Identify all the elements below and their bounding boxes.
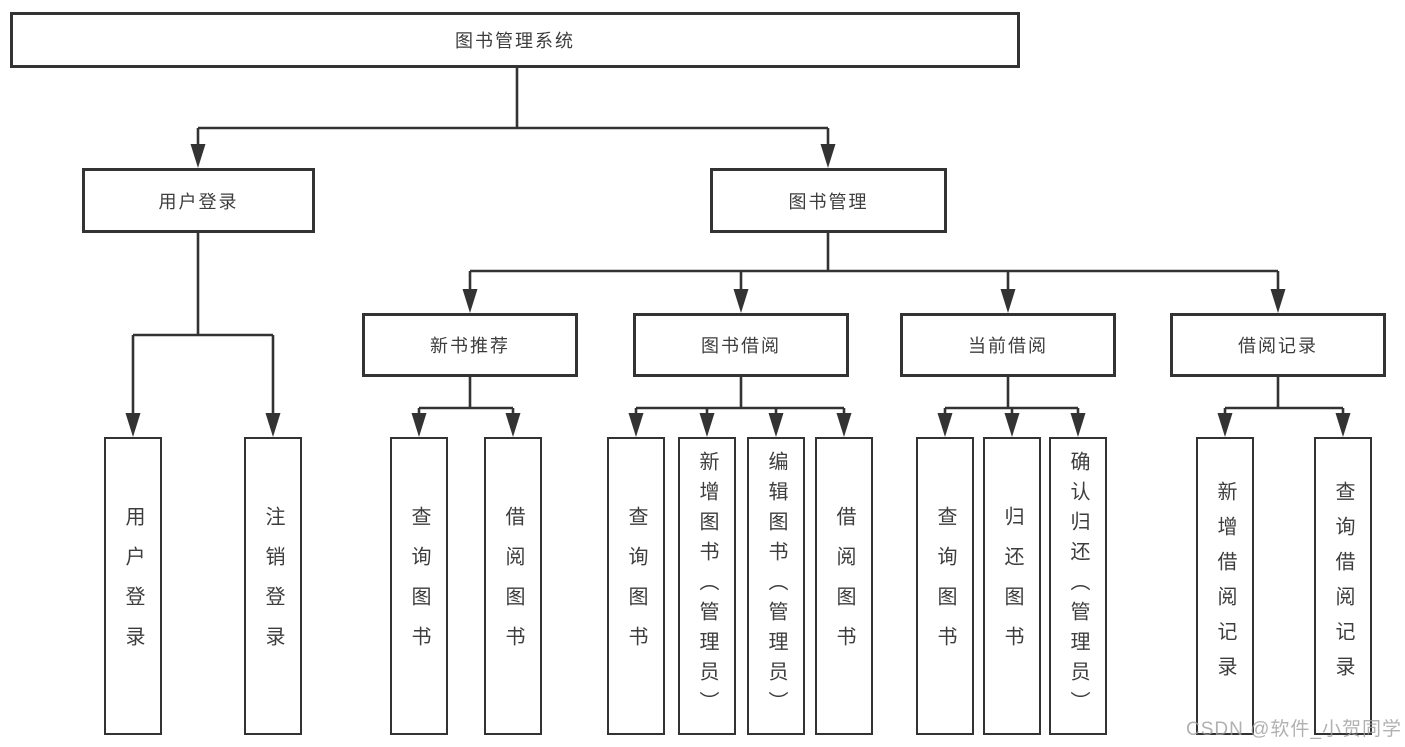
arrowhead-icon <box>411 413 427 437</box>
node-label: 借阅图书 <box>502 506 524 666</box>
node-label: 借阅记录 <box>1238 336 1318 356</box>
arrowhead-icon <box>1004 413 1020 437</box>
arrowhead-icon <box>125 413 141 437</box>
node-return-books: 归还图书 <box>983 437 1041 735</box>
node-label: 新增图书（管理员） <box>696 451 718 721</box>
node-label: 确认归还（管理员） <box>1067 451 1089 721</box>
node-label: 用户登录 <box>122 506 144 666</box>
arrowhead-icon <box>462 289 478 313</box>
node-current-borrowing: 当前借阅 <box>900 313 1116 377</box>
node-borrow-books-borrowing: 借阅图书 <box>815 437 873 735</box>
node-new-book-recommendation: 新书推荐 <box>362 313 578 377</box>
node-user-login: 用户登录 <box>104 437 162 735</box>
arrowhead-icon <box>820 144 836 168</box>
arrowhead-icon <box>1000 289 1016 313</box>
node-borrowing-records: 借阅记录 <box>1170 313 1386 377</box>
node-label: 查询图书 <box>408 506 430 666</box>
node-logout: 注销登录 <box>244 437 302 735</box>
node-label: 图书借阅 <box>701 336 781 356</box>
node-label: 归还图书 <box>1001 506 1023 666</box>
arrowhead-icon <box>1070 413 1086 437</box>
arrowhead-icon <box>265 413 281 437</box>
node-label: 新增借阅记录 <box>1214 481 1236 691</box>
node-label: 查询图书 <box>625 506 647 666</box>
arrowhead-icon <box>768 413 784 437</box>
node-query-books-borrowing: 查询图书 <box>607 437 665 735</box>
node-query-books-recommend: 查询图书 <box>390 437 448 735</box>
node-label: 借阅图书 <box>833 506 855 666</box>
arrowhead-icon <box>836 413 852 437</box>
node-label: 当前借阅 <box>968 336 1048 356</box>
arrowhead-icon <box>1335 413 1351 437</box>
node-query-borrow-record: 查询借阅记录 <box>1314 437 1372 735</box>
node-edit-books-admin: 编辑图书（管理员） <box>747 437 805 735</box>
arrowhead-icon <box>628 413 644 437</box>
node-label: 新书推荐 <box>430 336 510 356</box>
node-add-borrow-record: 新增借阅记录 <box>1196 437 1254 735</box>
node-label: 查询借阅记录 <box>1332 481 1354 691</box>
node-borrow-books-recommend: 借阅图书 <box>484 437 542 735</box>
arrowhead-icon <box>1270 289 1286 313</box>
node-label: 注销登录 <box>262 506 284 666</box>
csdn-watermark: CSDN @软件_小贺同学 <box>1186 719 1402 740</box>
node-book-management: 图书管理 <box>710 168 947 233</box>
node-book-borrowing: 图书借阅 <box>633 313 849 377</box>
arrowhead-icon <box>699 413 715 437</box>
node-library-management-system: 图书管理系统 <box>10 12 1020 68</box>
node-confirm-return-admin: 确认归还（管理员） <box>1049 437 1107 735</box>
node-label: 用户登录 <box>158 191 239 212</box>
arrowhead-icon <box>733 289 749 313</box>
node-label: 查询图书 <box>934 506 956 666</box>
node-label: 图书管理 <box>788 191 869 212</box>
node-label: 图书管理系统 <box>455 31 575 51</box>
node-label: 编辑图书（管理员） <box>765 451 787 721</box>
arrowhead-icon <box>190 144 206 168</box>
arrowhead-icon <box>937 413 953 437</box>
node-query-books-current: 查询图书 <box>916 437 974 735</box>
node-add-books-admin: 新增图书（管理员） <box>678 437 736 735</box>
arrowhead-icon <box>505 413 521 437</box>
arrowhead-icon <box>1217 413 1233 437</box>
node-user-login-group: 用户登录 <box>82 168 315 233</box>
